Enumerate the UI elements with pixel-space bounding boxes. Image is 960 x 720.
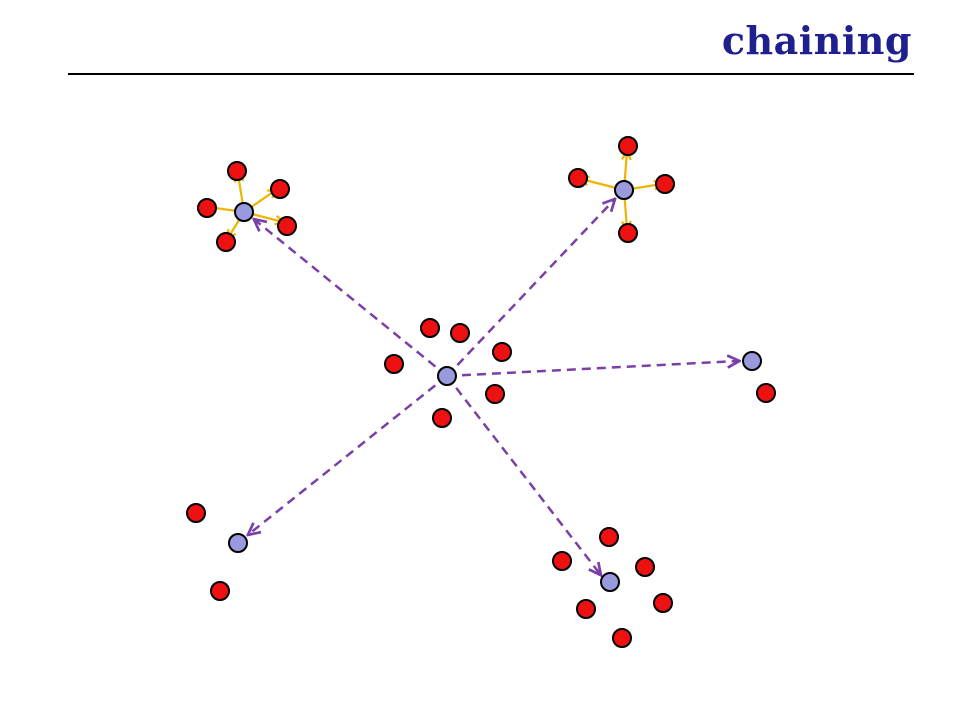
data-point	[618, 136, 638, 156]
center-node-top-left	[234, 202, 254, 222]
data-point	[186, 503, 206, 523]
data-point	[432, 408, 452, 428]
data-point	[756, 383, 776, 403]
data-point	[653, 593, 673, 613]
data-point	[216, 232, 236, 252]
data-point	[270, 179, 290, 199]
chain-arrow-to-bottom-left	[249, 375, 448, 534]
data-point	[420, 318, 440, 338]
data-point	[384, 354, 404, 374]
slide-title: chaining	[721, 18, 912, 63]
chain-arrow-to-top-left	[255, 220, 448, 377]
data-point	[227, 161, 247, 181]
chain-arrow-to-bottom-right	[446, 375, 600, 574]
center-node-bottom-right	[600, 572, 620, 592]
data-point	[635, 557, 655, 577]
data-points	[186, 136, 776, 648]
data-point	[210, 581, 230, 601]
data-point	[618, 223, 638, 243]
data-point	[599, 527, 619, 547]
data-point	[197, 198, 217, 218]
data-point	[277, 216, 297, 236]
chain-arrows	[249, 200, 738, 574]
chain-arrow-to-right	[446, 361, 738, 378]
data-point	[485, 384, 505, 404]
data-point	[655, 174, 675, 194]
data-point	[576, 599, 596, 619]
chain-arrow-to-top-right	[446, 200, 614, 377]
center-node-bottom-left	[228, 533, 248, 553]
center-nodes	[228, 180, 762, 592]
center-node-top-right	[614, 180, 634, 200]
data-point	[552, 551, 572, 571]
data-point	[612, 628, 632, 648]
center-node-right	[742, 351, 762, 371]
data-point	[450, 323, 470, 343]
data-point	[492, 342, 512, 362]
title-underline	[68, 73, 914, 75]
data-point	[568, 168, 588, 188]
center-node-middle	[437, 366, 457, 386]
